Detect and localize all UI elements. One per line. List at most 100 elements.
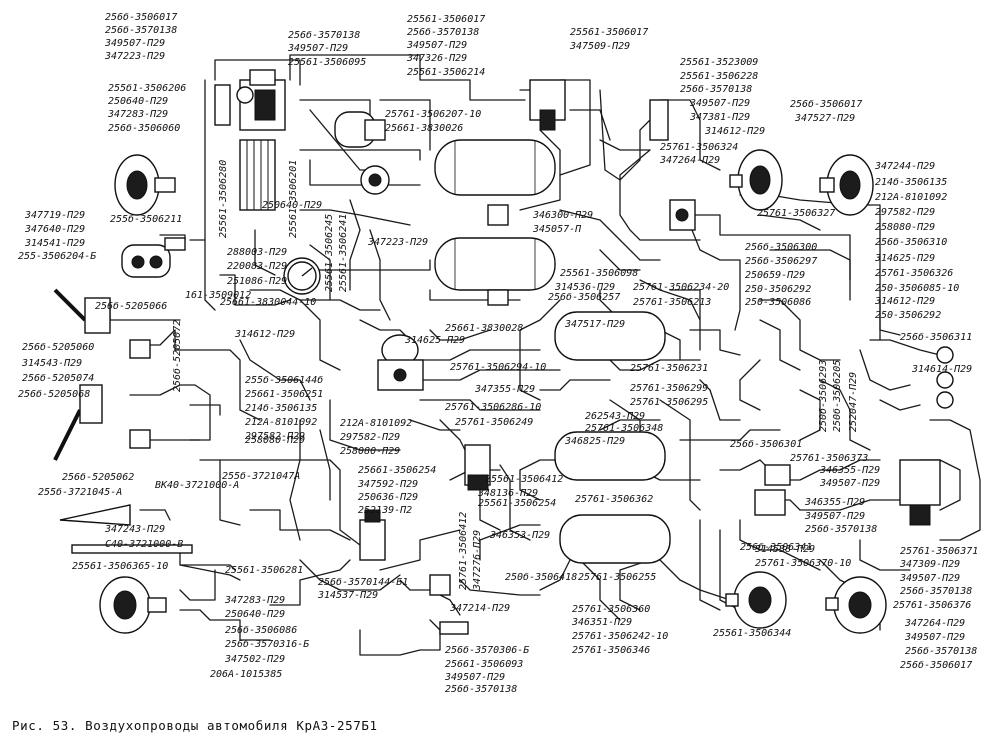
part-number-label: 256б-3506017 [900, 659, 972, 671]
part-number-label: 25561-3506095 [288, 57, 366, 68]
part-number-label: 25761-3506207-10 [385, 109, 481, 120]
valve-right-bottom [754, 464, 791, 516]
brake-chamber-bottom-right [825, 576, 887, 634]
part-number-label: 25561-3506281 [225, 565, 303, 576]
part-number-label: 256б-3506257 [548, 291, 620, 303]
drain-valve [487, 204, 509, 306]
part-number-label: 252047-П29 [848, 372, 859, 432]
part-number-label: 25761-3506299 [630, 383, 708, 394]
part-number-label: 25761-3506234-20 [633, 282, 729, 293]
part-number-label: 256б-5205072 [171, 320, 183, 392]
part-number-label: 25761-3506249 [455, 417, 533, 428]
air-tank-2 [434, 237, 556, 291]
part-number-label: 25761-3506326 [875, 268, 953, 279]
part-number-label: 256б-3506311 [900, 331, 972, 343]
part-number-label: 256б-3506086 [225, 624, 297, 636]
part-number-label: 25561-3506214 [407, 67, 485, 78]
part-number-label: 258080-П29 [875, 222, 935, 233]
part-number-label: 250б-3506293 [817, 360, 829, 432]
part-number-label: 349507-П29 [904, 632, 965, 643]
part-number-label: 347264-П29 [659, 155, 720, 166]
part-number-label: 349507-П29 [689, 98, 750, 109]
part-number-label: 256б-3570138 [805, 523, 877, 535]
part-number-label: 25661-3830028 [445, 323, 523, 334]
part-number-label: 250-3506085-10 [875, 283, 959, 294]
part-number-label: 258080-П29 [245, 435, 305, 446]
part-number-label: 25761-3506324 [660, 142, 738, 153]
part-number-label: 212А-8101092 [340, 418, 412, 429]
part-number-label: 250640-П29 [262, 200, 322, 211]
air-horn [59, 504, 193, 554]
part-number-label: 25561-3506245 [324, 214, 335, 292]
part-number-label: 256б-3570138 [900, 585, 972, 597]
part-number-label: 347502-П29 [224, 654, 285, 665]
part-number-label: 25561-3506412 [485, 474, 563, 485]
part-number-label: 256б-3570306-Б [445, 644, 529, 656]
part-number-label: 25561-3506017 [570, 27, 648, 38]
part-number-label: 250640-П29 [108, 96, 168, 107]
part-number-label: 349507-П29 [104, 38, 165, 49]
part-number-label: 297582-П29 [875, 207, 935, 218]
part-number-label: 256б-5205068 [18, 388, 90, 400]
part-number-label: 256б-3570138 [407, 26, 479, 38]
part-number-label: 347276-П29 [472, 530, 483, 591]
part-number-label: 346355-П29 [819, 465, 880, 476]
part-number-label: 347592-П29 [357, 479, 418, 490]
part-number-label: 349507-П29 [899, 573, 960, 584]
part-number-label: 255б-3506211 [110, 213, 182, 225]
part-number-label: 347214-П29 [449, 603, 510, 614]
valve-center-lower [359, 509, 386, 561]
valve-right-mid [669, 199, 696, 231]
part-number-label: 250-3506292 [745, 284, 811, 295]
part-number-label: 252139-П2 [358, 505, 412, 516]
part-number-label: 349507-П29 [406, 40, 467, 51]
part-number-label: 25561-3506241 [338, 214, 349, 292]
part-number-label: 347243-П29 [104, 524, 165, 535]
part-number-label: 25761-3506242-10 [572, 631, 668, 642]
part-number-label: 25761-3506412 [458, 512, 469, 590]
part-number-label: 25761-3506286-10 [445, 402, 541, 413]
part-number-label: 347244-П29 [874, 161, 935, 172]
part-number-label: 25561-3506228 [680, 71, 758, 82]
part-number-label: 347509-П29 [569, 41, 630, 52]
part-number-label: 25761-3506348 [585, 423, 663, 434]
part-number-label: 346300-П29 [532, 210, 593, 221]
part-number-label: 250-3506086 [745, 297, 811, 308]
brake-chamber-center-top [729, 149, 783, 211]
part-number-label: 25561-3506365-10 [72, 561, 168, 572]
part-number-label: 256б-3570138 [445, 683, 517, 695]
valve-block [214, 69, 286, 131]
part-number-label: 25761-3506255 [578, 572, 656, 583]
part-number-label: 288003-П29 [227, 247, 287, 258]
part-number-label: 25661-3830044-10 [220, 297, 316, 308]
part-number-label: 255б-3721045-А [38, 486, 122, 498]
part-number-label: 297582-П29 [245, 431, 305, 442]
part-number-label: 347326-П29 [406, 53, 467, 64]
pressure-gauge [283, 257, 321, 295]
hand-brake-valve [121, 237, 186, 278]
part-number-label: 347223-П29 [367, 237, 428, 248]
part-number-label: 256б-3506300 [745, 241, 817, 253]
figure-caption: Рис. 53. Воздухопроводы автомобиля КрАЗ-… [12, 718, 378, 733]
part-number-label: 347517-П29 [564, 319, 625, 330]
part-number-label: 256б-5205060 [22, 341, 94, 353]
part-number-label: 256б-5205074 [22, 372, 94, 384]
part-number-label: 250-3506292 [875, 310, 941, 321]
coupling-heads [936, 346, 954, 409]
part-number-label: 212А-8101092 [245, 417, 317, 428]
part-number-label: 348136-П29 [477, 488, 538, 499]
part-number-label: 256б-5205066 [95, 300, 167, 312]
part-number-label: 256б-3570138 [905, 645, 977, 657]
regulator [360, 165, 390, 195]
part-number-label: 347527-П29 [794, 113, 855, 124]
part-number-label: 256б-3506310 [875, 236, 947, 248]
part-number-label: 256б-5205062 [62, 471, 134, 483]
part-number-label: 347309-П29 [899, 559, 960, 570]
small-valve-left-2 [129, 429, 151, 449]
part-number-label: 347381-П29 [689, 112, 750, 123]
part-number-label: 25761-3506362 [575, 494, 653, 505]
part-number-label: 25561-3506098 [560, 268, 638, 279]
part-number-label: 349507-П29 [444, 672, 505, 683]
part-number-label: 25561-3523009 [680, 57, 758, 68]
